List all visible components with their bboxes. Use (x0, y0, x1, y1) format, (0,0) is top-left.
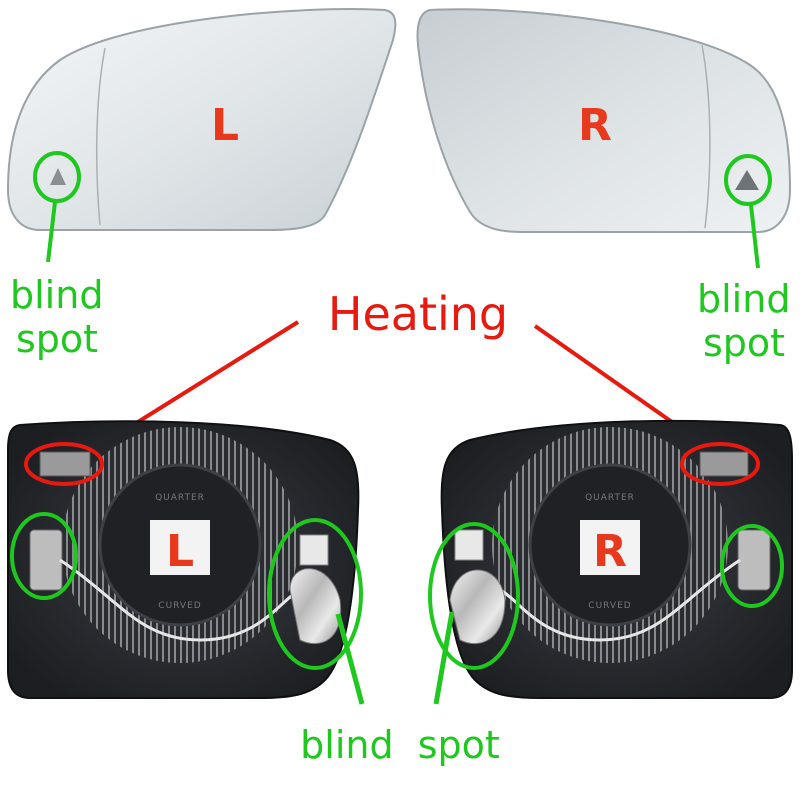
right-blind-spot-highlight (724, 154, 772, 206)
right-module-highlight (428, 522, 520, 670)
right-mirror-glass-front: R (416, 8, 792, 233)
right-plug-highlight (720, 524, 784, 608)
right-back-stamp-top: QUARTER (585, 493, 635, 503)
left-blind-spot-label-line2: spot (16, 317, 98, 361)
right-heating-highlight (680, 442, 760, 486)
left-blind-spot-pointer (46, 201, 57, 263)
left-glass-letter: L (211, 100, 239, 151)
left-heating-connector (39, 451, 91, 477)
right-mirror-back: R QUARTER CURVED (440, 419, 793, 699)
right-blind-spot-pointer (749, 204, 760, 269)
left-back-stamp-bottom: CURVED (158, 601, 201, 611)
right-back-letter: R (593, 526, 627, 577)
left-module-pointer (335, 613, 365, 705)
right-heating-connector (699, 451, 749, 477)
bottom-blind-spot-label: blind spot (300, 723, 500, 767)
left-blind-spot-label-line1: blind (10, 273, 103, 317)
right-module-pointer (433, 611, 455, 705)
blind-spot-triangle-icon (735, 170, 759, 190)
left-heating-highlight (24, 442, 104, 486)
left-mirror-back: L QUARTER CURVED (7, 420, 360, 699)
left-module-highlight (267, 518, 363, 670)
left-back-letter: L (166, 526, 194, 577)
blind-spot-triangle-icon (50, 168, 66, 185)
right-blind-spot-label-line1: blind (697, 277, 790, 321)
right-blind-spot-label-line2: spot (703, 321, 785, 365)
heating-label: Heating (328, 287, 508, 341)
left-plug-highlight (10, 512, 78, 600)
left-blind-spot-module (289, 568, 342, 645)
left-blind-spot-highlight (33, 151, 81, 203)
left-plug (29, 529, 63, 591)
right-back-stamp-bottom: CURVED (588, 601, 631, 611)
right-plug (737, 529, 771, 591)
left-mirror-glass-front: L (6, 8, 397, 231)
right-blind-spot-module (449, 569, 506, 645)
right-glass-letter: R (578, 100, 612, 151)
left-back-stamp-top: QUARTER (155, 493, 205, 503)
